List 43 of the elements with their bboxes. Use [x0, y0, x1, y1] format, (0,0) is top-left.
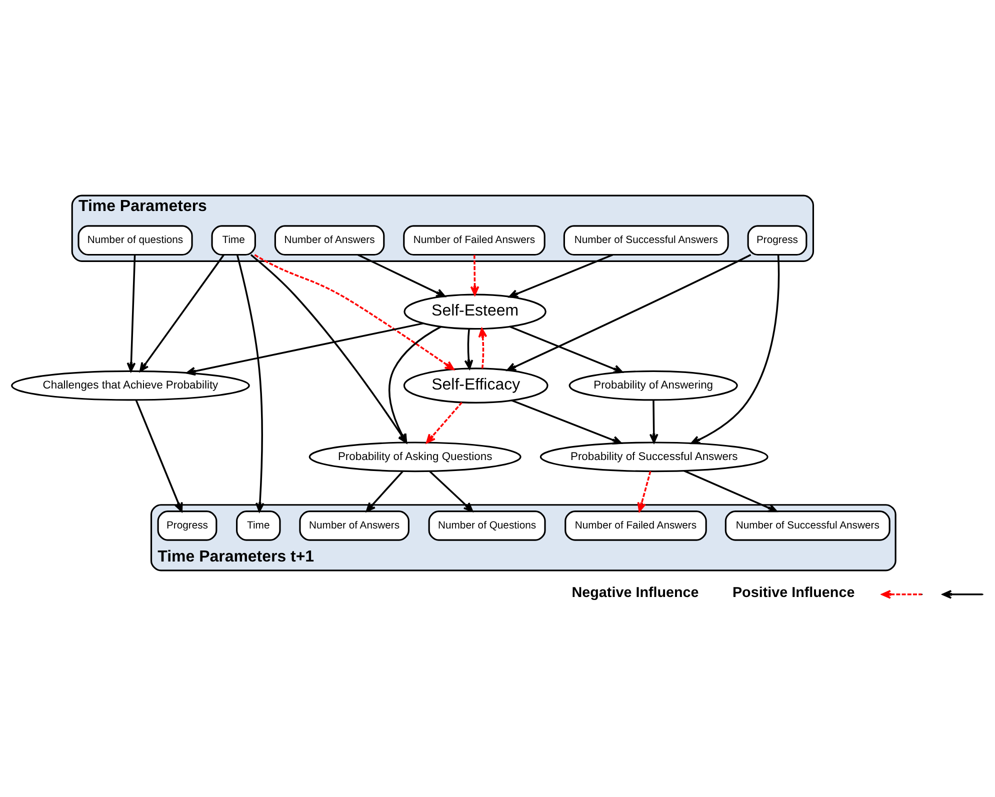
node-box: Progress — [157, 510, 218, 540]
arrow — [429, 470, 474, 512]
node-box: Number of Answers — [299, 510, 410, 540]
node-box: Number of Questions — [428, 510, 546, 540]
node-box: Number of Failed Answers — [564, 510, 707, 540]
arrow — [250, 254, 408, 443]
arrow — [506, 254, 752, 371]
arrow — [126, 254, 136, 372]
node-ellipse: Self-Efficacy — [403, 367, 548, 404]
arrow — [464, 328, 474, 369]
arrow — [358, 253, 446, 297]
node-box: Number of Answers — [274, 224, 385, 256]
arrow — [509, 325, 623, 373]
legend-label: Positive Influence — [732, 584, 855, 601]
arrow — [254, 254, 454, 370]
arrow — [478, 328, 488, 368]
node-box: Progress — [747, 224, 808, 256]
node-box: Number of Successful Answers — [563, 224, 729, 256]
arrow — [649, 400, 658, 443]
arrow — [388, 325, 442, 443]
arrow — [186, 322, 424, 376]
legend-label: Negative Influence — [572, 584, 699, 601]
node-box: Number of Successful Answers — [724, 510, 890, 540]
arrow — [690, 254, 780, 444]
node-box: Time — [236, 510, 281, 540]
arrow — [508, 253, 614, 298]
node-ellipse: Probability of Successful Answers — [540, 441, 768, 472]
arrow — [637, 470, 652, 512]
node-ellipse: Probability of Asking Questions — [308, 441, 522, 472]
node-ellipse: Challenges that Achieve Probability — [11, 370, 250, 400]
node-box: Number of Failed Answers — [403, 224, 546, 256]
arrow — [470, 254, 480, 296]
node-box: Time — [211, 224, 256, 256]
arrow — [426, 401, 462, 443]
arrow — [366, 470, 404, 512]
arrow — [684, 470, 778, 512]
node-ellipse: Self-Esteem — [404, 293, 546, 330]
arrow — [135, 399, 183, 512]
arrow — [139, 254, 224, 372]
node-box: Number of questions — [78, 224, 193, 256]
node-ellipse: Probability of Answering — [568, 370, 738, 400]
arrow — [511, 399, 622, 444]
arrow — [236, 254, 264, 512]
